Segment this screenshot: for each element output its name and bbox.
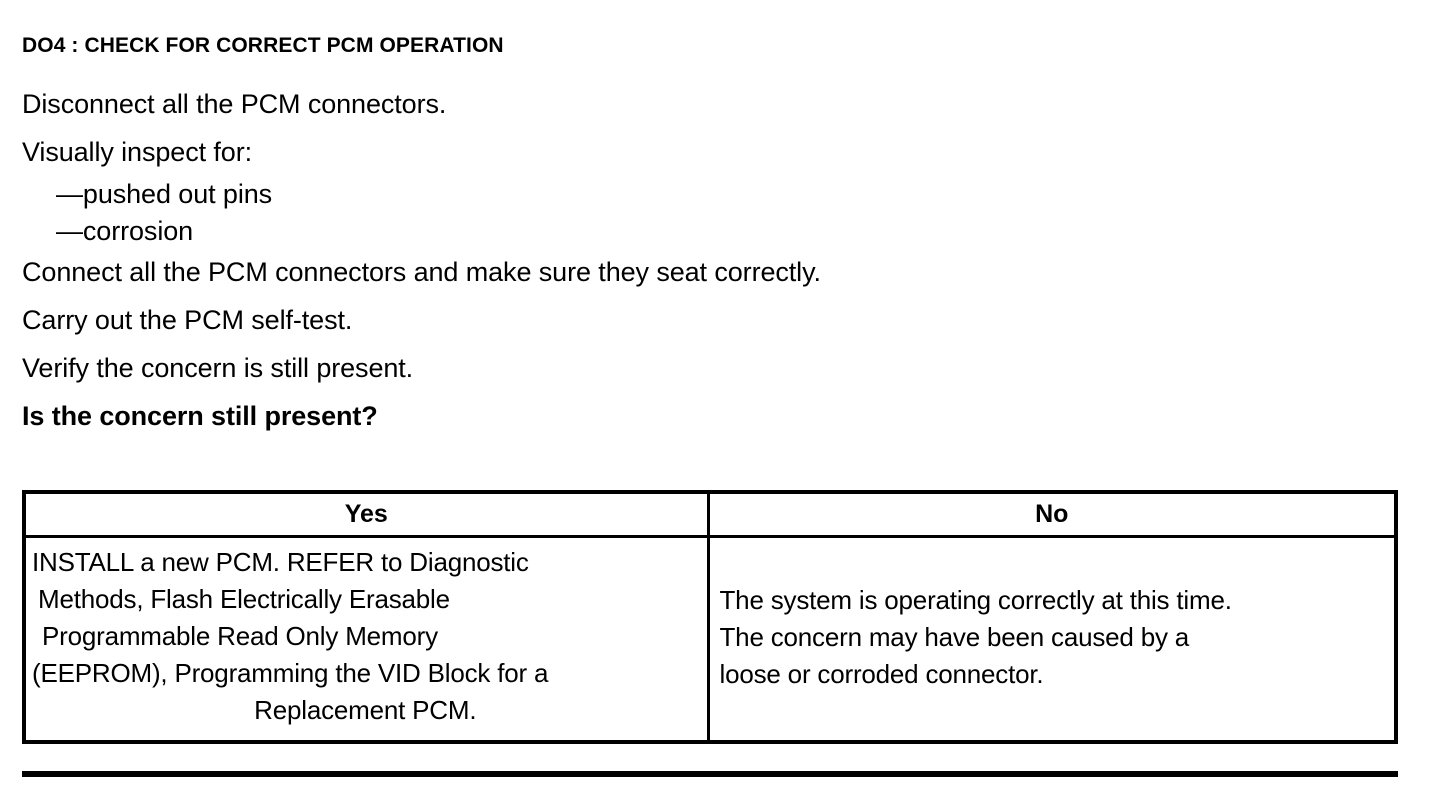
yes-action-line: Replacement PCM. xyxy=(254,695,477,725)
inspect-bullet-item: —corrosion xyxy=(56,216,194,246)
procedure-step-line: Disconnect all the PCM connectors. xyxy=(22,89,447,119)
table-cell-no-action: The system is operating correctly at thi… xyxy=(710,538,1395,740)
procedure-step-line: Carry out the PCM self-test. xyxy=(22,305,353,335)
no-action-line: loose or corroded connector. xyxy=(719,658,1044,689)
yes-action-line: Methods, Flash Electrically Erasable xyxy=(38,584,450,614)
procedure-steps: Disconnect all the PCM connectors. Visua… xyxy=(22,80,1402,440)
column-header-no: No xyxy=(1035,500,1069,528)
table-header-row: Yes No xyxy=(26,494,1394,538)
table-row: INSTALL a new PCM. REFER to Diagnostic M… xyxy=(26,538,1394,740)
decision-question: Is the concern still present? xyxy=(22,401,378,431)
yes-action-text: INSTALL a new PCM. REFER to Diagnostic M… xyxy=(26,538,707,740)
yes-action-line: (EEPROM), Programming the VID Block for … xyxy=(32,658,549,688)
column-header-yes: Yes xyxy=(344,500,388,528)
table-header-cell-yes: Yes xyxy=(26,494,710,535)
yes-action-line: Programmable Read Only Memory xyxy=(42,621,438,651)
page-title: DO4 : CHECK FOR CORRECT PCM OPERATION xyxy=(22,34,504,57)
section-divider-rule xyxy=(22,771,1398,777)
no-action-line: The system is operating correctly at thi… xyxy=(719,584,1232,615)
table-header-cell-no: No xyxy=(710,494,1395,535)
procedure-step-line: Connect all the PCM connectors and make … xyxy=(22,257,821,287)
inspect-bullet-item: —pushed out pins xyxy=(56,179,273,209)
procedure-step-line: Verify the concern is still present. xyxy=(22,353,414,383)
no-action-line: The concern may have been caused by a xyxy=(719,621,1190,652)
yes-action-line: INSTALL a new PCM. REFER to Diagnostic xyxy=(32,547,529,577)
procedure-step-line: Visually inspect for: xyxy=(22,137,253,167)
no-action-text: The system is operating correctly at thi… xyxy=(710,538,1395,740)
table-cell-yes-action: INSTALL a new PCM. REFER to Diagnostic M… xyxy=(26,538,710,740)
decision-table: Yes No INSTALL a new PCM. REFER to Diagn… xyxy=(22,490,1398,744)
